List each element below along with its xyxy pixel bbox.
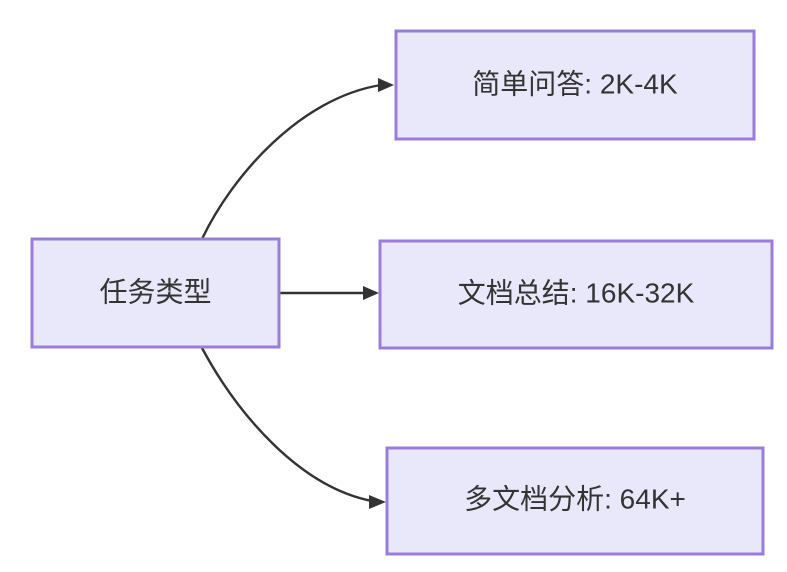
node-branch-doc-summary-rect: [378, 239, 774, 350]
edge-to-simple-qa[interactable]: [200, 78, 394, 240]
node-branch-multi-doc-rect: [385, 446, 765, 556]
edge-to-multi-doc-path: [200, 347, 373, 503]
edge-to-simple-qa-arrowhead: [378, 78, 394, 92]
node-branch-multi-doc-label: 多文档分析: 64K+: [464, 483, 686, 514]
node-branch-multi-doc[interactable]: 多文档分析: 64K+: [385, 446, 765, 556]
node-branch-simple-qa[interactable]: 简单问答: 2K-4K: [394, 29, 756, 141]
node-source-rect: [30, 237, 281, 349]
edge-to-multi-doc-arrowhead: [369, 495, 386, 509]
node-branch-simple-qa-label: 简单问答: 2K-4K: [472, 68, 678, 99]
node-branch-simple-qa-rect: [394, 29, 756, 141]
edge-to-multi-doc[interactable]: [200, 347, 386, 509]
edge-to-simple-qa-path: [200, 83, 382, 240]
node-branch-doc-summary[interactable]: 文档总结: 16K-32K: [378, 239, 774, 350]
node-source-label: 任务类型: [99, 276, 211, 307]
node-branch-doc-summary-label: 文档总结: 16K-32K: [458, 277, 695, 308]
edge-to-doc-summary-arrowhead: [363, 286, 379, 300]
edge-to-doc-summary[interactable]: [280, 286, 379, 300]
node-source[interactable]: 任务类型: [30, 237, 281, 349]
